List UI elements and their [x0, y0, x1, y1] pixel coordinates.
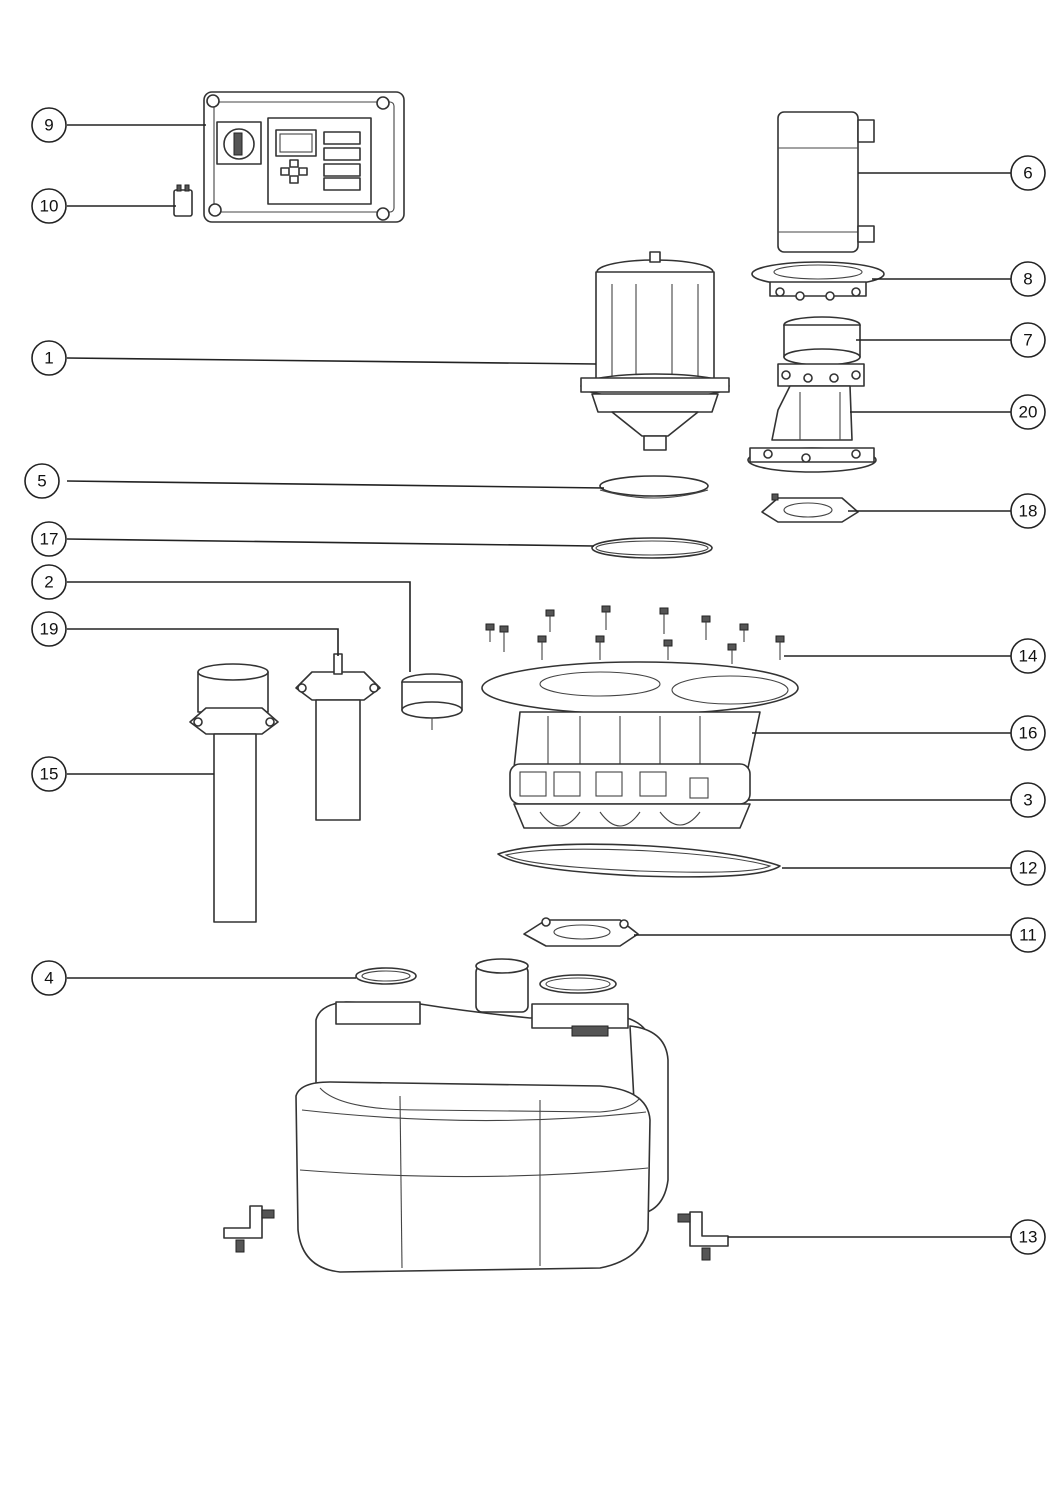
callout-16-label: 16 [1019, 724, 1038, 743]
callout-6-label: 6 [1023, 164, 1032, 183]
cup-insert [401, 673, 463, 730]
control-box [203, 91, 405, 223]
callout-2-label: 2 [44, 573, 53, 592]
callout-1-label: 1 [44, 349, 53, 368]
collection-tank [295, 958, 669, 1273]
callout-18: 18 [1010, 493, 1046, 529]
valve-housing [747, 363, 877, 473]
callout-15: 15 [31, 756, 67, 792]
callout-19-label: 19 [40, 620, 59, 639]
callout-7-label: 7 [1023, 331, 1032, 350]
callout-14: 14 [1010, 638, 1046, 674]
callout-3-label: 3 [1023, 791, 1032, 810]
leader-lines [66, 124, 1012, 1238]
cylinder-sleeve [777, 111, 875, 253]
callout-17-label: 17 [40, 530, 59, 549]
callout-12: 12 [1010, 850, 1046, 886]
callout-9-label: 9 [44, 116, 53, 135]
mounting-brackets [223, 1205, 729, 1261]
callout-3: 3 [1010, 782, 1046, 818]
impeller-disc [599, 475, 709, 499]
callout-4-label: 4 [44, 969, 53, 988]
callout-1: 1 [31, 340, 67, 376]
long-tube [189, 663, 279, 923]
callout-17: 17 [31, 521, 67, 557]
callout-14-label: 14 [1019, 647, 1038, 666]
callout-7: 7 [1010, 322, 1046, 358]
flange-plate [751, 261, 885, 301]
callout-2: 2 [31, 564, 67, 600]
callout-20-label: 20 [1019, 403, 1038, 422]
housing-gasket [497, 843, 781, 878]
inlet-flange [523, 917, 639, 947]
callout-15-label: 15 [40, 765, 59, 784]
callout-8: 8 [1010, 261, 1046, 297]
callout-10-label: 10 [40, 197, 59, 216]
callout-5: 5 [24, 463, 60, 499]
o-ring [591, 537, 713, 559]
connector-plug [173, 184, 193, 217]
callout-11-label: 11 [1019, 926, 1037, 945]
callout-18-label: 18 [1019, 502, 1038, 521]
short-tube [295, 653, 381, 821]
callout-10: 10 [31, 188, 67, 224]
callout-11: 11 [1010, 917, 1046, 953]
callout-8-label: 8 [1023, 270, 1032, 289]
pump-housing-cover [481, 661, 799, 769]
motor [580, 251, 730, 451]
callout-12-label: 12 [1019, 859, 1038, 878]
callout-19: 19 [31, 611, 67, 647]
callout-4: 4 [31, 960, 67, 996]
seal-rings [355, 967, 617, 994]
callout-9: 9 [31, 107, 67, 143]
callout-16: 16 [1010, 715, 1046, 751]
pipe-coupling [783, 316, 861, 366]
callout-13: 13 [1010, 1219, 1046, 1255]
pump-chamber [509, 763, 751, 829]
callout-13-label: 13 [1019, 1228, 1038, 1247]
screws [485, 605, 785, 664]
valve-flap [761, 493, 859, 523]
callout-5-label: 5 [37, 472, 46, 491]
callout-6: 6 [1010, 155, 1046, 191]
callout-20: 20 [1010, 394, 1046, 430]
